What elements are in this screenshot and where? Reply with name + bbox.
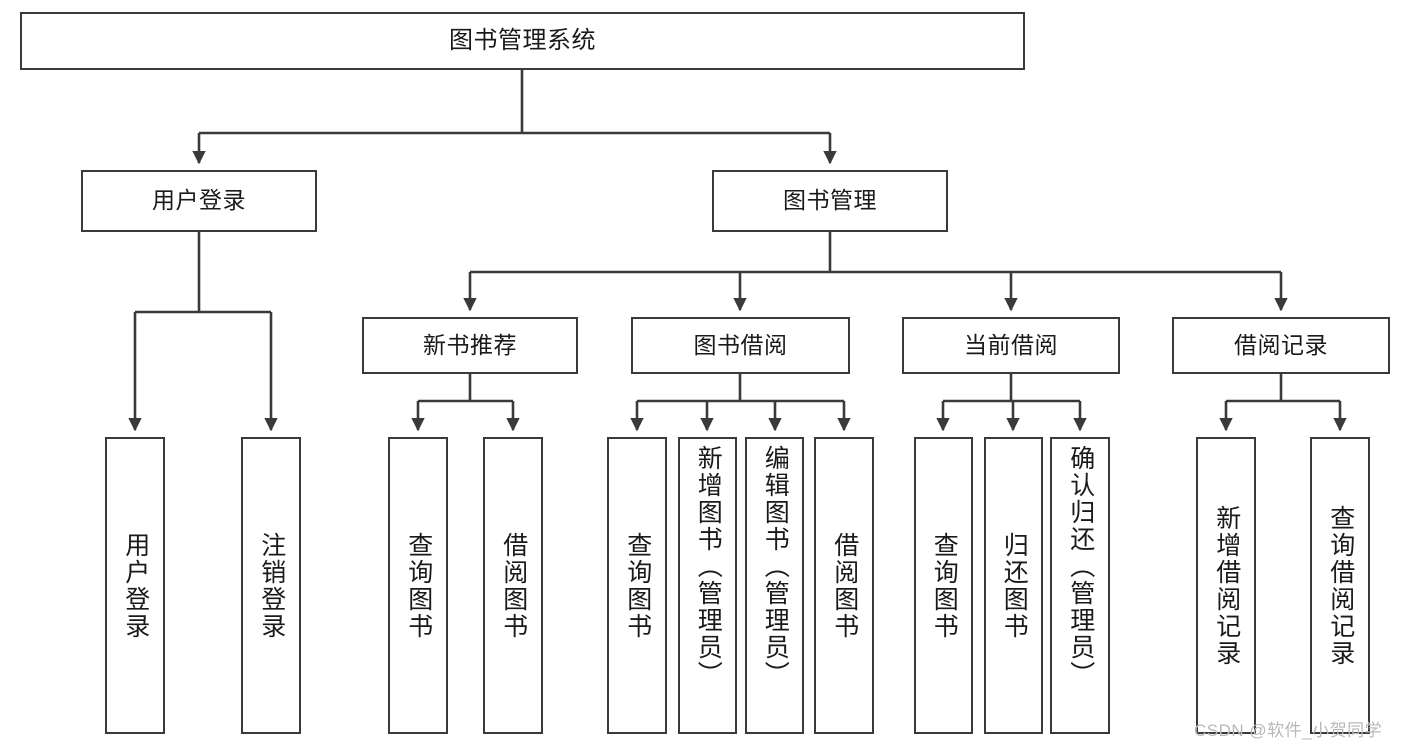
node-leaf-user-logout[interactable]: 注销登录 [241, 437, 301, 734]
node-leaf-user-logout-label: 注销登录 [257, 531, 286, 640]
node-user-login-label: 用户登录 [152, 187, 246, 214]
node-leaf-confirm-return-label: 确认归还（管理员） [1066, 445, 1095, 688]
node-user-login[interactable]: 用户登录 [81, 170, 317, 232]
node-leaf-query-book-3-label: 查询图书 [930, 531, 959, 640]
node-leaf-user-login[interactable]: 用户登录 [105, 437, 165, 734]
node-new-book-recommend[interactable]: 新书推荐 [362, 317, 578, 374]
node-leaf-confirm-return[interactable]: 确认归还（管理员） [1050, 437, 1110, 734]
node-leaf-query-book-2[interactable]: 查询图书 [607, 437, 667, 734]
node-leaf-borrow-book-2[interactable]: 借阅图书 [814, 437, 874, 734]
node-new-book-recommend-label: 新书推荐 [423, 331, 517, 358]
node-leaf-query-record-label: 查询借阅记录 [1326, 504, 1355, 667]
csdn-watermark: CSDN @软件_小贺同学 [1194, 721, 1383, 740]
node-leaf-add-book-label: 新增图书（管理员） [694, 445, 723, 688]
node-leaf-edit-book-label: 编辑图书（管理员） [761, 445, 790, 688]
node-borrow-record[interactable]: 借阅记录 [1172, 317, 1390, 374]
node-leaf-user-login-label: 用户登录 [121, 531, 150, 640]
node-current-borrow-label: 当前借阅 [964, 331, 1058, 358]
node-leaf-edit-book[interactable]: 编辑图书（管理员） [745, 437, 804, 734]
node-leaf-borrow-book-2-label: 借阅图书 [830, 531, 859, 640]
node-leaf-query-book-1[interactable]: 查询图书 [388, 437, 448, 734]
node-leaf-query-record[interactable]: 查询借阅记录 [1310, 437, 1370, 734]
node-book-manage-label: 图书管理 [783, 187, 877, 214]
node-borrow-record-label: 借阅记录 [1234, 331, 1328, 358]
node-book-borrow[interactable]: 图书借阅 [631, 317, 850, 374]
node-leaf-borrow-book-1-label: 借阅图书 [499, 531, 528, 640]
node-book-borrow-label: 图书借阅 [693, 331, 788, 358]
node-leaf-add-record-label: 新增借阅记录 [1212, 504, 1241, 667]
node-leaf-query-book-3[interactable]: 查询图书 [914, 437, 973, 734]
node-leaf-add-record[interactable]: 新增借阅记录 [1196, 437, 1256, 734]
node-leaf-query-book-2-label: 查询图书 [623, 531, 652, 640]
node-leaf-return-book[interactable]: 归还图书 [984, 437, 1043, 734]
node-leaf-return-book-label: 归还图书 [1000, 531, 1029, 640]
node-root-label: 图书管理系统 [449, 26, 596, 54]
node-root[interactable]: 图书管理系统 [20, 12, 1025, 70]
node-current-borrow[interactable]: 当前借阅 [902, 317, 1120, 374]
node-leaf-borrow-book-1[interactable]: 借阅图书 [483, 437, 543, 734]
node-book-manage[interactable]: 图书管理 [712, 170, 948, 232]
node-leaf-query-book-1-label: 查询图书 [404, 531, 433, 640]
node-leaf-add-book[interactable]: 新增图书（管理员） [678, 437, 737, 734]
